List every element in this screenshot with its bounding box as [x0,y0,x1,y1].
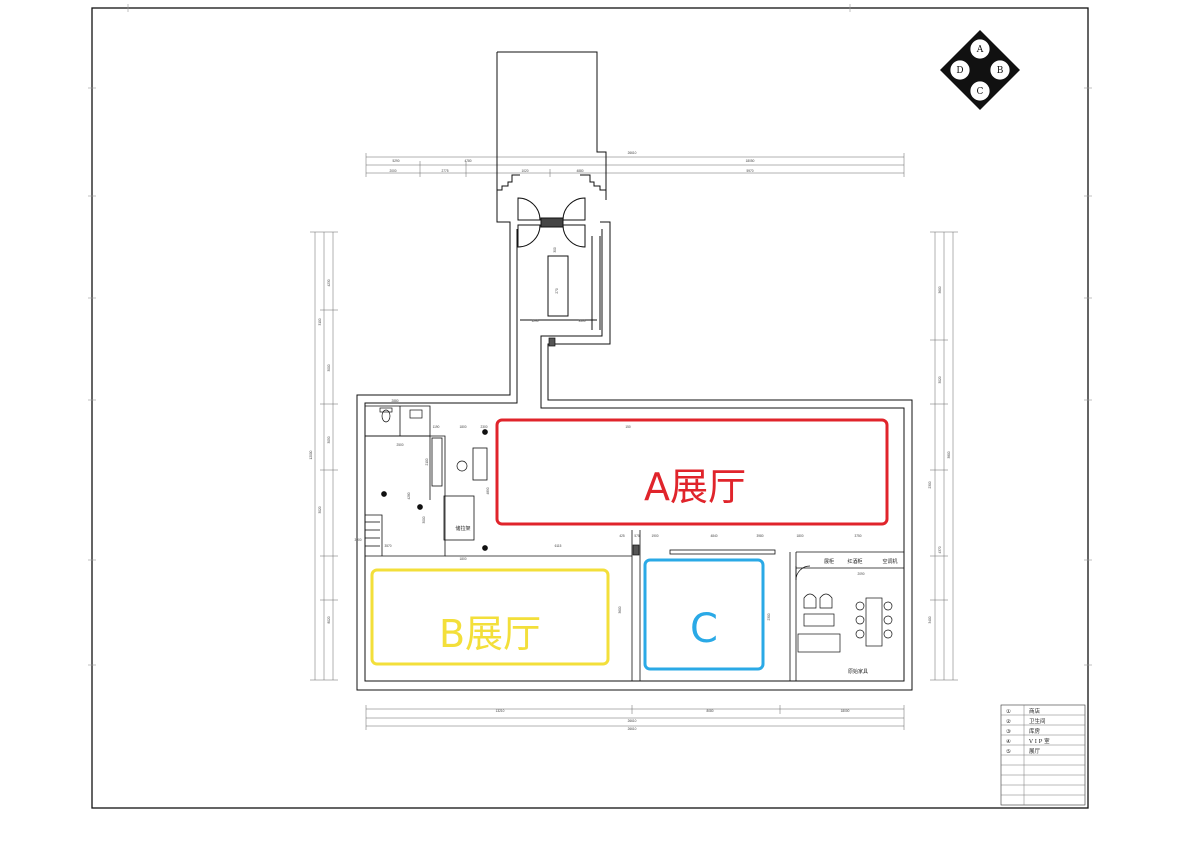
zone-b-outline [370,568,610,666]
legend-table: ① 商店 ② 卫生间 ③ 库房 ④ V I P 室 ⑤ 展厅 [1000,704,1086,806]
dim-text: 1020 [521,169,528,173]
entrance-doors [517,197,586,248]
dim-text: 3000 [422,516,426,523]
dim-text: 1290 [531,319,538,323]
dim-text: 6115 [555,544,562,548]
dim-text: 1800 [796,534,803,538]
dim-text: 4880 [576,169,583,173]
dim-text: 3750 [854,534,861,538]
compass-indicator: A B C D [940,30,1020,110]
compass-label-top: A [976,45,984,55]
compass-label-bottom: C [977,87,984,97]
dim-text: 2090 [857,572,864,576]
dim-text: 3800 [947,451,951,458]
dim-text: 5970 [746,169,753,173]
dim-text: 270 [555,288,559,294]
legend-text: V I P 室 [1028,737,1050,745]
fixtures [379,337,893,653]
dim-text: 1800 [459,557,466,561]
dim-text: 2775 [441,169,448,173]
interior-dimension-texts: 2880 1190 1800 2300 2500 2100 4280 3570 … [354,247,864,620]
dim-text: 12000 [309,450,313,459]
dim-text: 1900 [651,534,658,538]
frame-ticks [88,4,1092,666]
legend-code: ④ [1006,738,1011,745]
dim-text: 3020 [938,376,942,383]
legend-code: ③ [1006,728,1011,735]
dim-text: 3600 [618,606,622,613]
dim-text: 3400 [928,616,932,623]
dim-text: 2300 [480,425,487,429]
legend-code: ② [1006,718,1011,725]
legend-code: ⑤ [1006,748,1011,755]
legend-text: 库房 [1029,727,1041,735]
dim-text: 575 [634,534,640,538]
dim-text: 3500 [578,319,585,323]
dim-text: 5290 [392,159,399,163]
dim-text: 8080 [706,709,713,713]
dimension-texts: 5290 4780 18050 26610 2000 2775 1020 488… [309,151,951,731]
dim-text: 3050 [327,436,331,443]
dim-text: 3980 [756,534,763,538]
zone-c-label: C [690,606,718,652]
dim-text: 300 [553,247,557,253]
dim-text: 1800 [459,425,466,429]
ac-unit-label: 空调机 [882,558,897,565]
dim-text: 18050 [746,159,755,163]
dim-text: 4890 [486,487,490,494]
dim-text: 4840 [710,534,717,538]
dim-text: 2100 [425,458,429,465]
dim-text: 3600 [938,286,942,293]
dim-text: 26610 [628,727,637,731]
zone-a-outline [495,418,889,526]
dim-text: 150 [625,425,631,429]
dim-text: 2300 [767,613,771,620]
display-cabinet-label: 展柜 [824,558,834,565]
legend-text: 商店 [1029,707,1041,715]
dim-text: 3020 [318,506,322,513]
compass-label-right: B [997,66,1004,76]
zone-a-label: A展厅 [644,465,746,509]
zone-c-outline [643,558,765,671]
furniture-label: 原始家具 [848,668,868,675]
dim-text: 3570 [384,544,391,548]
room-labels: 储拉架 展柜 红酒柜 空调机 原始家具 [455,525,897,675]
dim-text: 2300 [928,481,932,488]
walls [356,51,913,691]
legend-text: 展厅 [1029,748,1041,755]
storage-label: 储拉架 [455,525,470,532]
dim-text: 2000 [389,169,396,173]
dim-text: 2880 [391,399,398,403]
dim-text: 26610 [628,151,637,155]
legend-text: 卫生间 [1029,717,1046,725]
dim-text: 13210 [496,709,505,713]
dim-text: 2500 [396,443,403,447]
wine-cabinet-label: 红酒柜 [847,558,862,565]
dim-text: 4370 [938,546,942,553]
dim-text: 18000 [841,709,850,713]
dim-text: 1190 [433,425,440,429]
compass-label-left: D [956,66,963,76]
legend-code: ① [1006,708,1011,715]
dim-text: 26610 [628,719,637,723]
dim-text: 8020 [327,616,331,623]
dim-text: 4780 [464,159,471,163]
drawing-frame [91,7,1089,809]
dimension-lines [310,153,958,730]
dim-text: 4280 [407,492,411,499]
dim-text: 3100 [318,318,322,325]
dim-text: 4230 [327,279,331,286]
dim-text: 425 [619,534,625,538]
zone-overlays: A展厅 B展厅 C [370,418,889,671]
zone-b-label: B展厅 [439,612,541,656]
dim-text: 3200 [354,538,361,542]
dim-text: 3000 [327,364,331,371]
